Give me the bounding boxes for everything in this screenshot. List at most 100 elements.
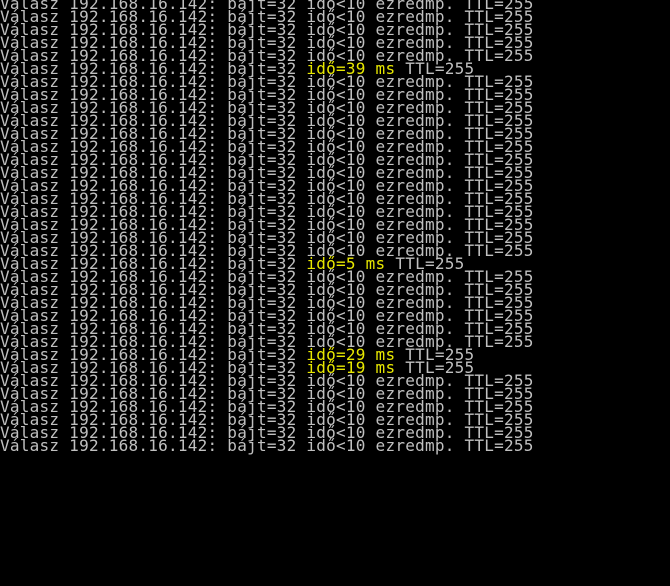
- reply-time: idő<10 ezredmp.: [306, 163, 455, 182]
- ping-reply-line: Válasz 192.168.16.142: bájt=32 idő<10 ez…: [0, 165, 670, 181]
- reply-prefix: Válasz 192.168.16.142: bájt=32: [0, 241, 307, 260]
- ping-reply-line: Válasz 192.168.16.142: bájt=32 idő<10 ez…: [0, 204, 670, 220]
- reply-time: idő<10 ezredmp.: [306, 423, 455, 442]
- reply-prefix: Válasz 192.168.16.142: bájt=32: [0, 319, 307, 338]
- reply-ttl: TTL=255: [385, 254, 465, 273]
- ping-reply-line: Válasz 192.168.16.142: bájt=32 idő=19 ms…: [0, 360, 670, 376]
- reply-prefix: Válasz 192.168.16.142: bájt=32: [0, 293, 307, 312]
- ping-reply-line: Válasz 192.168.16.142: bájt=32 idő<10 ez…: [0, 243, 670, 259]
- ping-reply-line: Válasz 192.168.16.142: bájt=32 idő<10 ez…: [0, 269, 670, 285]
- reply-prefix: Válasz 192.168.16.142: bájt=32: [0, 267, 307, 286]
- reply-time: idő<10 ezredmp.: [306, 397, 455, 416]
- reply-time: idő=29 ms: [306, 345, 396, 364]
- reply-prefix: Válasz 192.168.16.142: bájt=32: [0, 85, 307, 104]
- reply-time: idő<10 ezredmp.: [306, 7, 455, 26]
- reply-prefix: Válasz 192.168.16.142: bájt=32: [0, 332, 307, 351]
- reply-ttl: TTL=255: [454, 33, 534, 52]
- reply-prefix: Válasz 192.168.16.142: bájt=32: [0, 189, 307, 208]
- reply-ttl: TTL=255: [454, 215, 534, 234]
- ping-reply-line: Válasz 192.168.16.142: bájt=32 idő<10 ez…: [0, 9, 670, 25]
- reply-prefix: Válasz 192.168.16.142: bájt=32: [0, 111, 307, 130]
- reply-ttl: TTL=255: [454, 176, 534, 195]
- reply-ttl: TTL=255: [454, 98, 534, 117]
- ping-reply-line: Válasz 192.168.16.142: bájt=32 idő<10 ez…: [0, 412, 670, 428]
- reply-time: idő<10 ezredmp.: [306, 189, 455, 208]
- reply-prefix: Válasz 192.168.16.142: bájt=32: [0, 0, 307, 13]
- ping-reply-line: Válasz 192.168.16.142: bájt=32 idő<10 ez…: [0, 87, 670, 103]
- reply-time: idő<10 ezredmp.: [306, 176, 455, 195]
- reply-time: idő<10 ezredmp.: [306, 85, 455, 104]
- reply-prefix: Válasz 192.168.16.142: bájt=32: [0, 397, 307, 416]
- ping-reply-line: Válasz 192.168.16.142: bájt=32 idő<10 ez…: [0, 373, 670, 389]
- reply-prefix: Válasz 192.168.16.142: bájt=32: [0, 358, 307, 377]
- reply-ttl: TTL=255: [454, 293, 534, 312]
- reply-ttl: TTL=255: [454, 319, 534, 338]
- reply-prefix: Válasz 192.168.16.142: bájt=32: [0, 137, 307, 156]
- ping-reply-line: Válasz 192.168.16.142: bájt=32 idő<10 ez…: [0, 217, 670, 233]
- ping-reply-line: Válasz 192.168.16.142: bájt=32 idő<10 ez…: [0, 295, 670, 311]
- reply-ttl: TTL=255: [454, 267, 534, 286]
- ping-reply-line: Válasz 192.168.16.142: bájt=32 idő=29 ms…: [0, 347, 670, 363]
- reply-ttl: TTL=255: [454, 410, 534, 429]
- reply-ttl: TTL=255: [454, 189, 534, 208]
- reply-time: idő=19 ms: [306, 358, 396, 377]
- ping-reply-line: Válasz 192.168.16.142: bájt=32 idő<10 ez…: [0, 48, 670, 64]
- reply-time: idő<10 ezredmp.: [306, 202, 455, 221]
- ping-reply-line: Válasz 192.168.16.142: bájt=32 idő<10 ez…: [0, 126, 670, 142]
- reply-time: idő<10 ezredmp.: [306, 371, 455, 390]
- reply-time: idő<10 ezredmp.: [306, 306, 455, 325]
- reply-prefix: Válasz 192.168.16.142: bájt=32: [0, 59, 307, 78]
- reply-ttl: TTL=255: [454, 137, 534, 156]
- reply-time: idő<10 ezredmp.: [306, 0, 455, 13]
- reply-prefix: Válasz 192.168.16.142: bájt=32: [0, 423, 307, 442]
- reply-prefix: Válasz 192.168.16.142: bájt=32: [0, 306, 307, 325]
- ping-reply-line: Válasz 192.168.16.142: bájt=32 idő=5 ms …: [0, 256, 670, 272]
- ping-reply-line: Válasz 192.168.16.142: bájt=32 idő<10 ez…: [0, 386, 670, 402]
- reply-prefix: Válasz 192.168.16.142: bájt=32: [0, 410, 307, 429]
- reply-ttl: TTL=255: [454, 280, 534, 299]
- ping-reply-line: Válasz 192.168.16.142: bájt=32 idő<10 ez…: [0, 230, 670, 246]
- reply-ttl: TTL=255: [454, 371, 534, 390]
- reply-prefix: Válasz 192.168.16.142: bájt=32: [0, 371, 307, 390]
- reply-time: idő<10 ezredmp.: [306, 319, 455, 338]
- ping-reply-line: Válasz 192.168.16.142: bájt=32 idő<10 ez…: [0, 308, 670, 324]
- reply-prefix: Válasz 192.168.16.142: bájt=32: [0, 176, 307, 195]
- reply-time: idő<10 ezredmp.: [306, 33, 455, 52]
- reply-prefix: Válasz 192.168.16.142: bájt=32: [0, 228, 307, 247]
- reply-time: idő<10 ezredmp.: [306, 98, 455, 117]
- ping-reply-line: Válasz 192.168.16.142: bájt=32 idő<10 ez…: [0, 178, 670, 194]
- ping-reply-line: Válasz 192.168.16.142: bájt=32 idő<10 ez…: [0, 113, 670, 129]
- reply-time: idő=5 ms: [306, 254, 386, 273]
- reply-prefix: Válasz 192.168.16.142: bájt=32: [0, 215, 307, 234]
- reply-ttl: TTL=255: [454, 7, 534, 26]
- reply-time: idő<10 ezredmp.: [306, 436, 455, 455]
- ping-reply-line: Válasz 192.168.16.142: bájt=32 idő<10 ez…: [0, 100, 670, 116]
- ping-reply-line: Válasz 192.168.16.142: bájt=32 idő=39 ms…: [0, 61, 670, 77]
- reply-ttl: TTL=255: [454, 150, 534, 169]
- reply-ttl: TTL=255: [454, 228, 534, 247]
- reply-time: idő<10 ezredmp.: [306, 228, 455, 247]
- reply-prefix: Válasz 192.168.16.142: bájt=32: [0, 124, 307, 143]
- reply-ttl: TTL=255: [454, 436, 534, 455]
- reply-prefix: Válasz 192.168.16.142: bájt=32: [0, 150, 307, 169]
- reply-time: idő<10 ezredmp.: [306, 20, 455, 39]
- reply-prefix: Válasz 192.168.16.142: bájt=32: [0, 33, 307, 52]
- reply-prefix: Válasz 192.168.16.142: bájt=32: [0, 7, 307, 26]
- reply-ttl: TTL=255: [454, 397, 534, 416]
- reply-time: idő=39 ms: [306, 59, 396, 78]
- reply-time: idő<10 ezredmp.: [306, 280, 455, 299]
- reply-ttl: TTL=255: [454, 72, 534, 91]
- reply-time: idő<10 ezredmp.: [306, 46, 455, 65]
- ping-reply-line: Válasz 192.168.16.142: bájt=32 idő<10 ez…: [0, 191, 670, 207]
- ping-reply-line: Válasz 192.168.16.142: bájt=32 idő<10 ez…: [0, 438, 670, 454]
- ping-reply-line: Válasz 192.168.16.142: bájt=32 idő<10 ez…: [0, 334, 670, 350]
- reply-prefix: Válasz 192.168.16.142: bájt=32: [0, 202, 307, 221]
- reply-time: idő<10 ezredmp.: [306, 332, 455, 351]
- reply-prefix: Válasz 192.168.16.142: bájt=32: [0, 98, 307, 117]
- reply-time: idő<10 ezredmp.: [306, 267, 455, 286]
- reply-prefix: Válasz 192.168.16.142: bájt=32: [0, 72, 307, 91]
- reply-prefix: Válasz 192.168.16.142: bájt=32: [0, 280, 307, 299]
- reply-ttl: TTL=255: [454, 46, 534, 65]
- reply-ttl: TTL=255: [454, 241, 534, 260]
